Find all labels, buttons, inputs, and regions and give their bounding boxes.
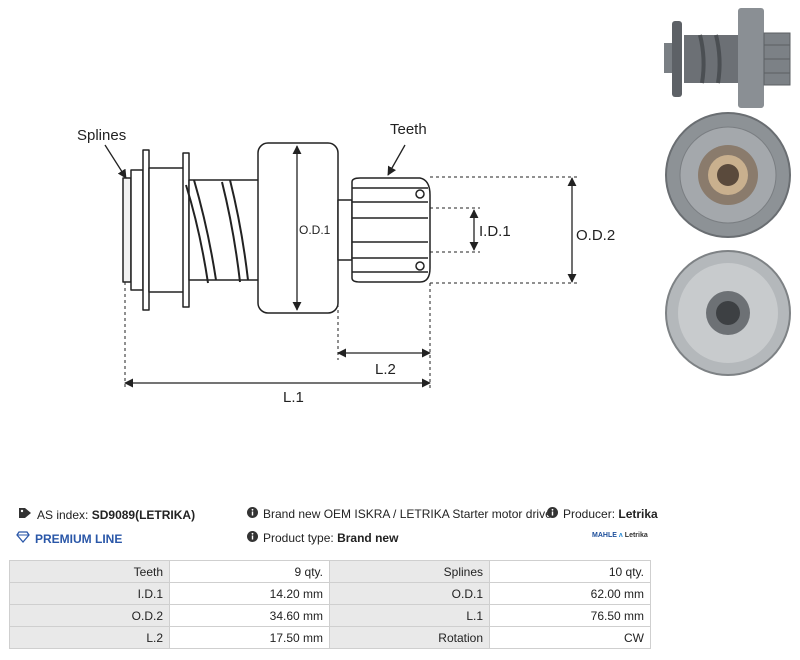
collar (148, 167, 186, 293)
gear-dot-top (415, 189, 425, 199)
spec-label: Splines (329, 560, 490, 583)
spec-label: O.D.2 (9, 604, 170, 627)
brand-logo-mahle: MAHLE (592, 532, 617, 539)
spec-value: 62.00 mm (489, 582, 651, 605)
info-icon (247, 531, 258, 545)
spring-coil-1b (193, 179, 217, 281)
description: Brand new OEM ISKRA / LETRIKA Starter mo… (247, 507, 552, 521)
tag-icon (18, 507, 32, 522)
diamond-icon (16, 531, 30, 546)
product-photo-side (664, 8, 791, 108)
gear-body (351, 177, 431, 283)
product-type-label: Product type: (263, 531, 334, 545)
spec-value: 17.50 mm (169, 626, 330, 649)
product-photo-front (665, 112, 791, 238)
premium-line-text: PREMIUM LINE (35, 531, 123, 546)
gear-dot-bottom (415, 261, 425, 271)
spec-label: Teeth (9, 560, 170, 583)
spec-label: L.1 (329, 604, 490, 627)
l2-label: L.2 (375, 361, 396, 378)
collar-ring (182, 152, 190, 308)
info-icon (247, 507, 258, 521)
product-type: Product type: Brand new (247, 531, 398, 545)
description-text: Brand new OEM ISKRA / LETRIKA Starter mo… (263, 507, 552, 521)
spec-table: Teeth 9 qty. Splines 10 qty. I.D.1 14.20… (9, 560, 651, 649)
as-index-label: AS index: (37, 507, 89, 522)
table-row: O.D.2 34.60 mm L.1 76.50 mm (9, 604, 651, 627)
id1-label: I.D.1 (479, 223, 511, 240)
splines-leader (104, 144, 127, 179)
teeth-label: Teeth (390, 121, 427, 138)
info-icon (547, 507, 558, 521)
spring-body (188, 179, 260, 281)
spec-value: 14.20 mm (169, 582, 330, 605)
producer: Producer: Letrika (547, 507, 658, 521)
spec-value: 10 qty. (489, 560, 651, 583)
spec-value: 34.60 mm (169, 604, 330, 627)
teeth-leader (387, 144, 406, 176)
table-row: L.2 17.50 mm Rotation CW (9, 626, 651, 649)
as-index-value: SD9089(LETRIKA) (91, 507, 196, 522)
spec-label: L.2 (9, 626, 170, 649)
splines-end (122, 177, 132, 283)
l1-label: L.1 (283, 389, 304, 406)
spring-coil-2 (221, 181, 241, 283)
neck (337, 199, 353, 261)
brand-logo-letrika: Letrika (624, 532, 648, 539)
product-photo-back (665, 250, 791, 376)
flange-plate (142, 149, 150, 311)
spec-label: Rotation (329, 626, 490, 649)
splines-label: Splines (77, 127, 126, 144)
spec-label: I.D.1 (9, 582, 170, 605)
producer-value: Letrika (618, 507, 658, 521)
product-info: AS index: SD9089(LETRIKA) Brand new OEM … (0, 500, 800, 555)
as-index: AS index: SD9089(LETRIKA) (18, 507, 195, 522)
producer-label: Producer: (563, 507, 616, 521)
table-row: Teeth 9 qty. Splines 10 qty. (9, 560, 651, 583)
spec-value: CW (489, 626, 651, 649)
od2-label: O.D.2 (576, 227, 615, 244)
technical-drawing: Splines Teeth O.D.1 I.D.1 O.D.2 L.2 L.1 (77, 121, 615, 406)
spec-value: 9 qty. (169, 560, 330, 583)
od1-label: O.D.1 (299, 223, 331, 237)
flange-left (130, 169, 144, 291)
lightning-icon: ʌ (618, 532, 623, 539)
spring-coil-2b (229, 179, 249, 281)
premium-line: PREMIUM LINE (16, 531, 122, 546)
table-row: I.D.1 14.20 mm O.D.1 62.00 mm (9, 582, 651, 605)
spring-coil-1 (185, 184, 209, 284)
product-type-value: Brand new (337, 531, 399, 545)
spec-value: 76.50 mm (489, 604, 651, 627)
spec-label: O.D.1 (329, 582, 490, 605)
brand-logo: MAHLE ʌ Letrika (592, 532, 648, 539)
